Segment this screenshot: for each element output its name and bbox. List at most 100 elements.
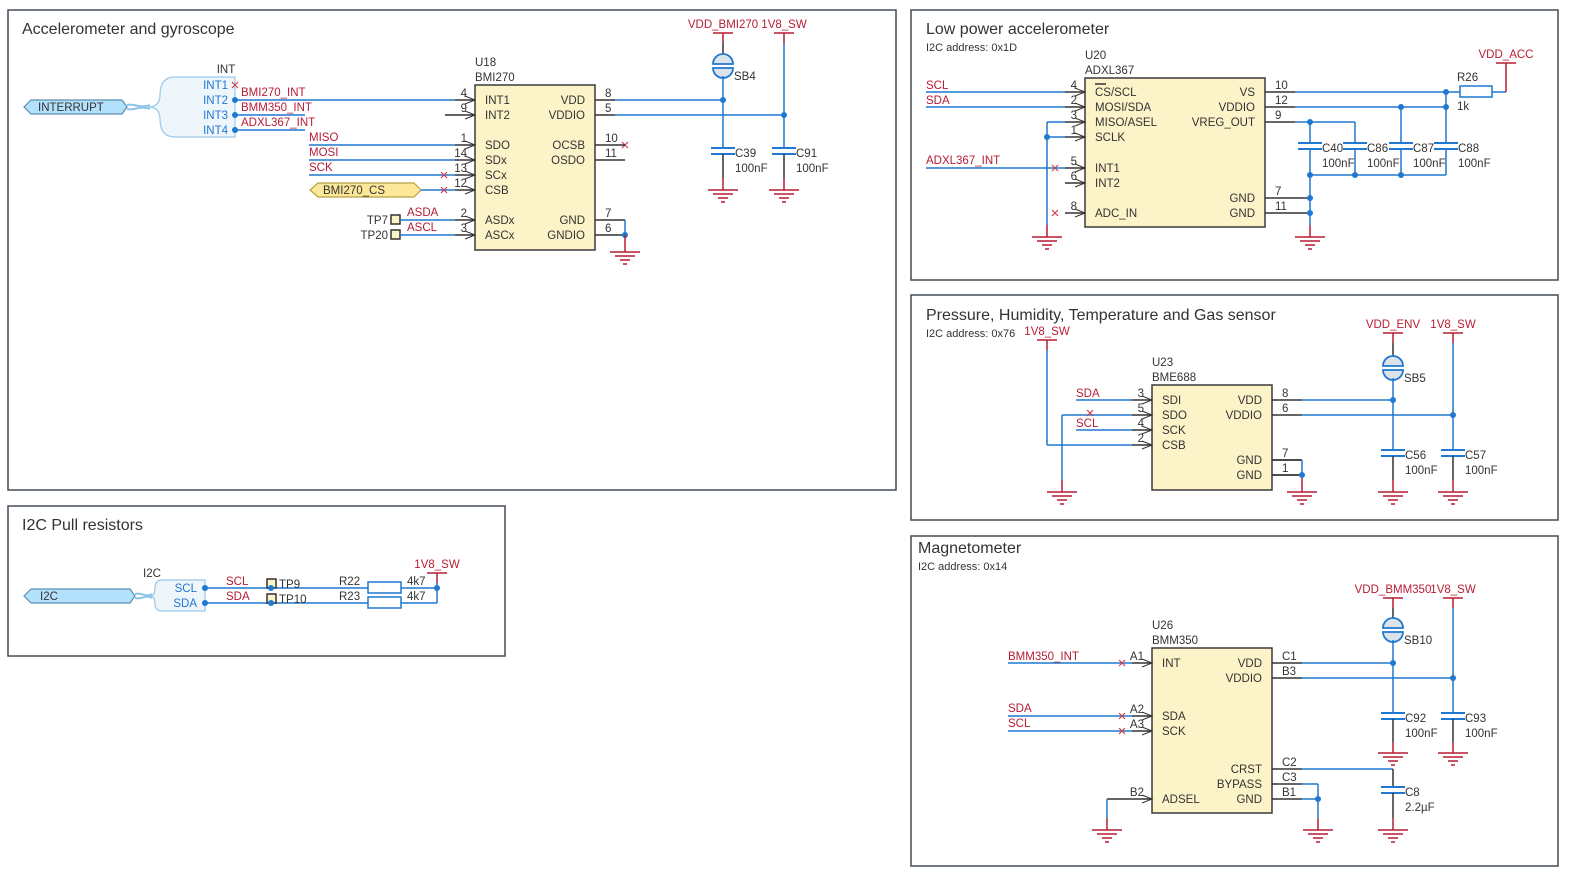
capacitor-value: 100nF [1367, 158, 1400, 170]
net-label: MOSI [309, 147, 338, 159]
section-i2c-pullups [7, 505, 506, 657]
net-label: SCL [926, 80, 949, 92]
section-title: I2C Pull resistors [22, 517, 143, 534]
capacitor-ref: C39 [735, 148, 756, 160]
bus-pin-label: SCL [175, 583, 198, 595]
capacitor-value: 100nF [796, 163, 829, 175]
junction-dot [1315, 796, 1321, 802]
pin-number: 5 [1071, 156, 1077, 168]
section-magnetometer [910, 535, 1559, 867]
solder-bridge-ref: SB4 [734, 71, 756, 83]
capacitor-ref: C40 [1322, 143, 1343, 155]
pin-arrow-icon [1074, 87, 1087, 97]
section-accel-gyro [7, 9, 897, 491]
bus-bundle [134, 592, 153, 600]
bus-pin-label: INT1 [203, 80, 228, 92]
capacitor-icon [1434, 142, 1458, 150]
ground-icon [1287, 491, 1317, 505]
pin-number: 6 [1282, 403, 1288, 415]
net-label: ADXL367_INT [926, 155, 1000, 167]
no-connect-icon [231, 81, 239, 89]
capacitor-ref: C56 [1405, 450, 1426, 462]
pin-arrow-icon [1141, 658, 1154, 668]
junction-dot [232, 127, 238, 133]
pin-name: GND [1236, 455, 1262, 467]
capacitor-ref: C88 [1458, 143, 1479, 155]
resistor-icon [367, 581, 402, 594]
pin-number: 2 [461, 208, 467, 220]
pin-number: 4 [461, 88, 468, 100]
pin-name: MOSI/SDA [1095, 102, 1152, 114]
pin-name: SCK [1162, 726, 1186, 738]
pin-arrow-icon [1141, 440, 1154, 450]
net-label: SCL [226, 576, 249, 588]
chip-part: BME688 [1152, 372, 1196, 384]
pin-number: 8 [605, 88, 611, 100]
bus-port-label: INTERRUPT [38, 102, 104, 114]
pin-name: OSDO [551, 155, 585, 167]
pin-name: INT1 [1095, 163, 1120, 175]
pin-name: INT2 [1095, 178, 1120, 190]
pin-arrow-icon [1141, 711, 1154, 721]
pin-name: GND [1229, 193, 1255, 205]
pin-name: GND [559, 215, 585, 227]
chip-body [1151, 647, 1273, 814]
pin-name: SDx [485, 155, 507, 167]
capacitor-icon [1381, 712, 1405, 720]
ground-icon [1438, 752, 1468, 766]
pin-number: 1 [1282, 463, 1288, 475]
pin-name: SCLK [1095, 132, 1125, 144]
power-label: 1V8_SW [1430, 584, 1476, 596]
power-label: 1V8_SW [414, 559, 460, 571]
capacitor-value: 100nF [1405, 465, 1438, 477]
pin-name: ASDx [485, 215, 515, 227]
pin-name: INT [1162, 658, 1181, 670]
pin-number: 2 [1071, 95, 1077, 107]
section-subtitle: I2C address: 0x14 [918, 561, 1007, 573]
pin-name: SCK [1162, 425, 1186, 437]
power-label: 1V8_SW [1024, 326, 1070, 338]
resistor-icon [367, 596, 402, 609]
junction-dot [720, 97, 726, 103]
pin-name: GNDIO [547, 230, 585, 242]
pin-name: SDA [1162, 711, 1186, 723]
junction-dot [1352, 172, 1358, 178]
junction-dot [202, 585, 208, 591]
chip-part: ADXL367 [1085, 65, 1134, 77]
pin-number: A3 [1130, 719, 1144, 731]
junction-dot [1307, 210, 1313, 216]
capacitor-ref: C8 [1405, 787, 1420, 799]
pin-arrow-icon [464, 170, 477, 180]
section-env-sensor [910, 294, 1559, 521]
power-label: VDD_ENV [1366, 319, 1421, 331]
section-title: Pressure, Humidity, Temperature and Gas … [926, 307, 1276, 324]
resistor-value: 4k7 [407, 576, 426, 588]
pin-number: 1 [461, 133, 467, 145]
solder-bridge-icon [1382, 617, 1404, 643]
junction-dot [268, 600, 274, 606]
pin-name: CSB [1162, 440, 1186, 452]
bus-entry-label: INT [217, 64, 236, 76]
pin-name: ADSEL [1162, 794, 1200, 806]
chip-ref: U23 [1152, 357, 1173, 369]
junction-dot [781, 112, 787, 118]
power-port-icon [1383, 332, 1403, 343]
no-connect-icon [440, 171, 448, 179]
net-label: SCL [1008, 718, 1031, 730]
capacitor-ref: C92 [1405, 713, 1426, 725]
pin-number: B2 [1130, 787, 1144, 799]
ground-icon [1378, 752, 1408, 766]
capacitor-ref: C57 [1465, 450, 1486, 462]
section-subtitle: I2C address: 0x76 [926, 328, 1015, 340]
pin-number: 11 [1275, 201, 1287, 213]
pin-name: MISO/ASEL [1095, 117, 1158, 129]
net-label: ASCL [407, 222, 438, 234]
pin-arrow-icon [1074, 117, 1087, 127]
power-label: VDD_ACC [1479, 49, 1534, 61]
pin-number: C3 [1282, 772, 1297, 784]
pin-name: SDO [485, 140, 510, 152]
pin-number: 4 [1071, 80, 1078, 92]
capacitor-ref: C86 [1367, 143, 1388, 155]
pin-arrow-icon [1074, 178, 1087, 188]
power-port-icon [1496, 62, 1516, 73]
